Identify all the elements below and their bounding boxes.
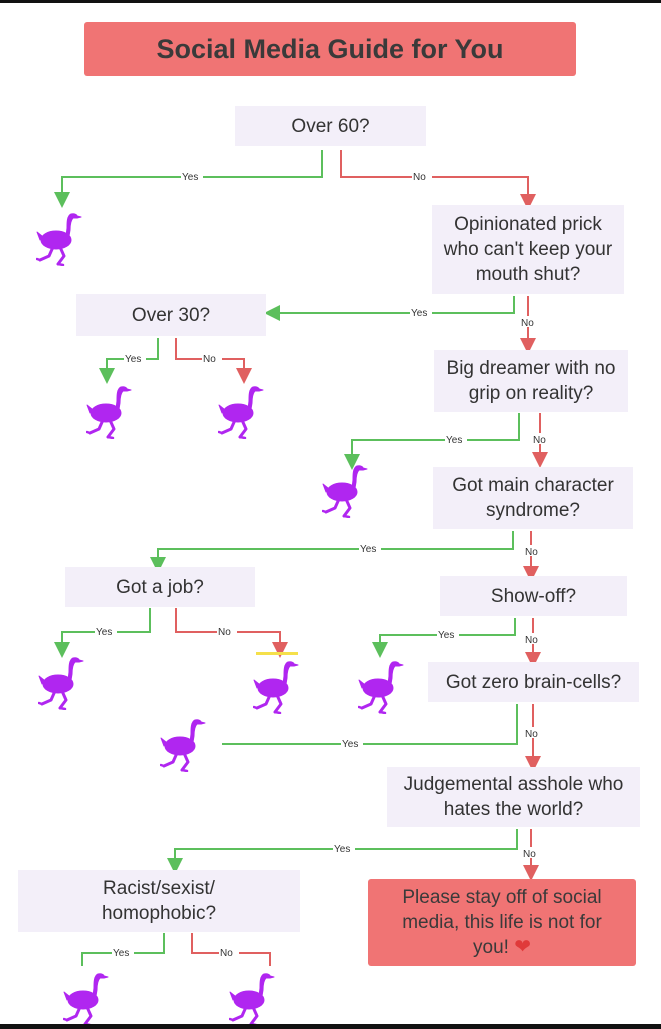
yes-label: Yes xyxy=(334,844,350,855)
yes-label: Yes xyxy=(360,544,376,555)
node-over-60: Over 60? xyxy=(235,106,426,146)
node-show-off: Show-off? xyxy=(440,576,627,616)
yes-label: Yes xyxy=(125,354,141,365)
node-brain-cells: Got zero brain-cells? xyxy=(428,662,639,702)
no-label: No xyxy=(220,948,233,959)
no-label: No xyxy=(523,849,536,860)
bottom-border xyxy=(0,1024,661,1029)
final-message-text: Please stay off of social media, this li… xyxy=(402,887,602,958)
no-label: No xyxy=(533,435,546,446)
ostrich-icon xyxy=(322,462,368,518)
ostrich-icon xyxy=(38,654,84,710)
no-label: No xyxy=(525,729,538,740)
top-border xyxy=(0,0,661,3)
node-over-30: Over 30? xyxy=(76,294,266,336)
node-judgemental: Judgemental asshole who hates the world? xyxy=(387,767,640,827)
yes-label: Yes xyxy=(96,627,112,638)
ostrich-icon xyxy=(86,383,132,439)
yes-label: Yes xyxy=(342,739,358,750)
yes-label: Yes xyxy=(446,435,462,446)
ostrich-icon xyxy=(218,383,264,439)
yes-label: Yes xyxy=(438,630,454,641)
no-label: No xyxy=(525,635,538,646)
ostrich-icon xyxy=(160,716,206,772)
ostrich-icon xyxy=(63,970,109,1026)
page-title: Social Media Guide for You xyxy=(84,22,576,76)
node-opinionated: Opinionated prick who can't keep your mo… xyxy=(432,205,624,294)
no-label: No xyxy=(203,354,216,365)
no-label: No xyxy=(218,627,231,638)
node-racist: Racist/sexist/ homophobic? xyxy=(18,870,300,932)
ostrich-icon xyxy=(229,970,275,1026)
final-message: Please stay off of social media, this li… xyxy=(368,879,636,966)
no-label: No xyxy=(525,547,538,558)
no-label: No xyxy=(521,318,534,329)
heart-icon: ❤ xyxy=(514,936,531,958)
ostrich-icon xyxy=(358,658,404,714)
node-main-character: Got main character syndrome? xyxy=(433,467,633,529)
ostrich-icon xyxy=(36,210,82,266)
ostrich-icon xyxy=(253,658,299,714)
no-label: No xyxy=(413,172,426,183)
node-dreamer: Big dreamer with no grip on reality? xyxy=(434,350,628,412)
yes-label: Yes xyxy=(113,948,129,959)
node-got-a-job: Got a job? xyxy=(65,567,255,607)
highlight-bar xyxy=(256,652,298,655)
yes-label: Yes xyxy=(411,308,427,319)
yes-label: Yes xyxy=(182,172,198,183)
